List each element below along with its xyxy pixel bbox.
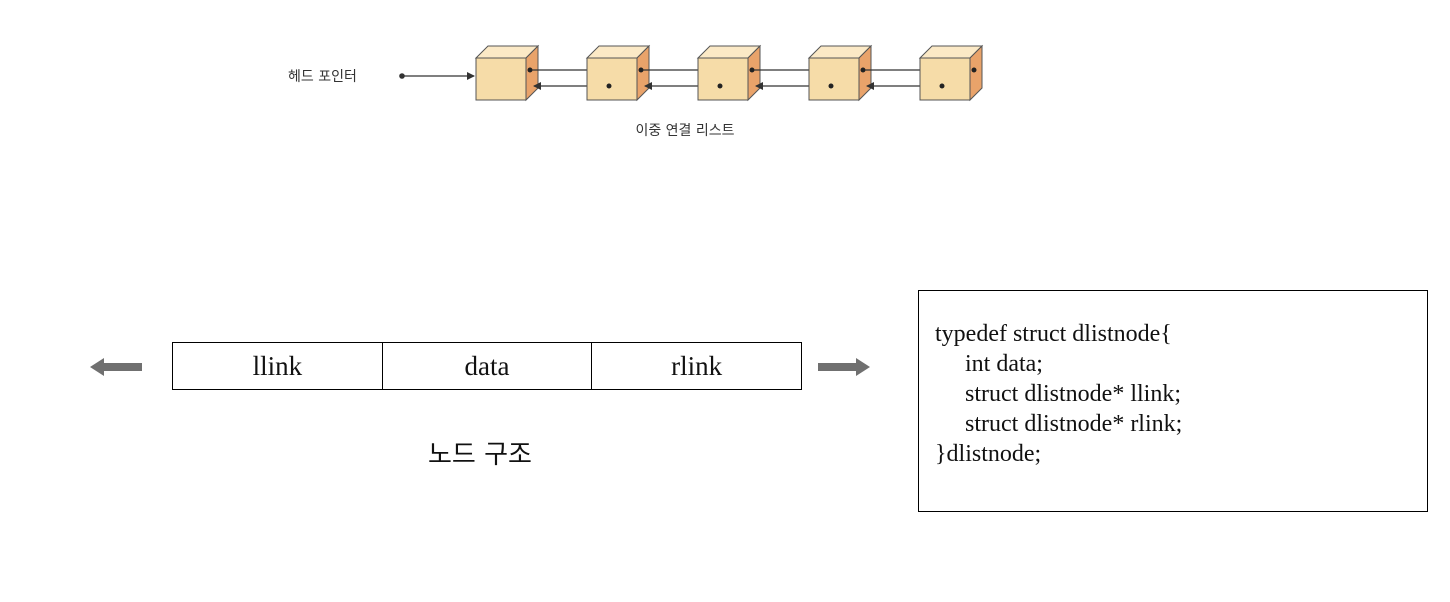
code-line: }dlistnode; [935, 441, 1042, 467]
rlink-dot [527, 67, 533, 73]
list-node-front [919, 57, 971, 101]
list-node-front [586, 57, 638, 101]
head-pointer-dot [399, 73, 405, 79]
llink-dot [939, 83, 945, 89]
struct-definition-code: typedef struct dlistnode{ int data; stru… [918, 290, 1428, 512]
doubly-linked-list-caption: 이중 연결 리스트 [635, 123, 735, 139]
rlink-dot [860, 67, 866, 73]
head-pointer-label: 헤드 포인터 [288, 69, 357, 85]
node-field-rlink: rlink [671, 350, 723, 381]
code-line: typedef struct dlistnode{ [935, 321, 1172, 347]
rlink-dot [971, 67, 977, 73]
rlink-dot [749, 67, 755, 73]
llink-dot [606, 83, 612, 89]
code-line: struct dlistnode* rlink; [935, 411, 1183, 437]
rlink-dot [638, 67, 644, 73]
left-link-arrow-icon [90, 358, 142, 376]
list-node-front [808, 57, 860, 101]
node-field-data: data [383, 343, 593, 389]
list-node-front [697, 57, 749, 101]
right-link-arrow-icon [818, 358, 870, 376]
doubly-linked-list-diagram [399, 44, 984, 102]
node-structure-caption: 노드 구조 [428, 440, 532, 470]
code-line: int data; [935, 351, 1043, 377]
node-structure-table: llink data rlink [172, 342, 802, 390]
llink-dot [717, 83, 723, 89]
llink-dot [828, 83, 834, 89]
code-line: struct dlistnode* llink; [935, 381, 1181, 407]
list-node-side [969, 44, 983, 102]
node-field-llink: llink [173, 343, 383, 389]
list-node-front [475, 57, 527, 101]
